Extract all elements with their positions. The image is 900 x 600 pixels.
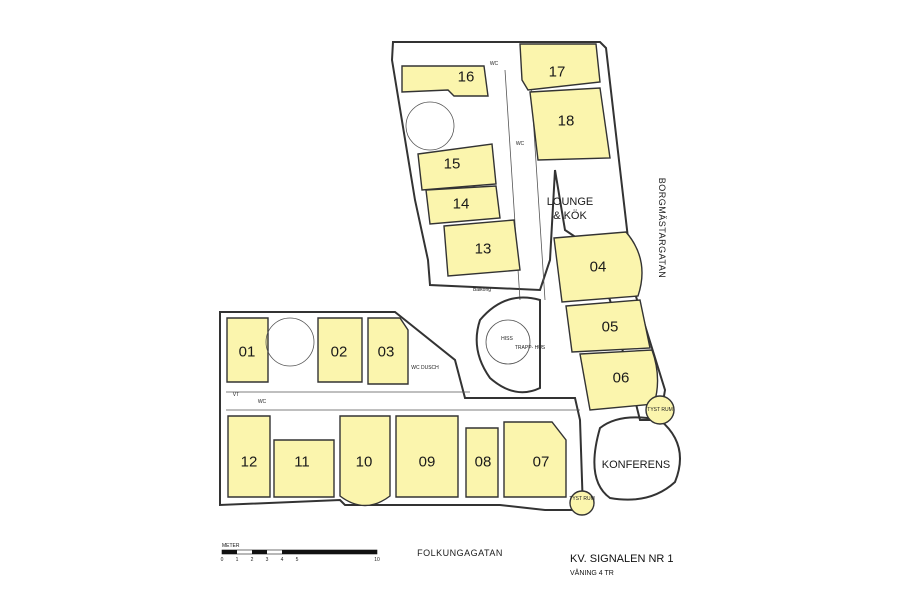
round-features [265, 101, 681, 516]
scale-tick-3: 3 [266, 557, 269, 563]
room-labels: 01 02 03 04 05 06 07 08 09 10 11 12 13 1… [239, 64, 630, 471]
label-room-07: 07 [533, 454, 550, 471]
scale-label: METER [222, 543, 240, 549]
room-03 [367, 317, 409, 385]
lounge-label-2: & KÖK [553, 210, 587, 222]
scale-tick-1: 1 [236, 557, 239, 563]
scale-bar: METER 0 1 2 3 4 5 10 [221, 543, 380, 563]
room-18 [529, 87, 611, 161]
room-13 [443, 219, 521, 277]
wc-dusch-label: WC DUSCH [411, 365, 439, 371]
label-room-02: 02 [331, 344, 348, 361]
label-room-14: 14 [453, 196, 470, 213]
label-room-08: 08 [475, 454, 492, 471]
scale-tick-5: 5 [296, 557, 299, 563]
street-right: BORGMÄSTARGATAN [657, 178, 667, 279]
wc-label-mid: WC [516, 141, 525, 147]
scale-tick-4: 4 [281, 557, 284, 563]
vt-label: VT [233, 392, 239, 398]
wing-outline-lower [219, 311, 585, 511]
label-room-10: 10 [356, 454, 373, 471]
room-07 [503, 421, 567, 498]
label-room-12: 12 [241, 454, 258, 471]
hiss-label: HISS [501, 336, 513, 342]
room-08 [465, 427, 499, 498]
scale-tick-10: 10 [374, 557, 380, 563]
balkong-label: Balkong [473, 287, 491, 293]
wc-label-upper: WC [490, 61, 499, 67]
street-bottom: FOLKUNGAGATAN [417, 548, 503, 558]
room-05 [565, 299, 651, 353]
main-stairwell [475, 296, 541, 394]
label-room-09: 09 [419, 454, 436, 471]
spiral-stair-upper [405, 101, 455, 151]
area-labels: LOUNGE & KÖK KONFERENS TYST RUM TYST RUM… [233, 61, 673, 502]
lounge-label-1: LOUNGE [547, 196, 593, 208]
label-room-17: 17 [549, 64, 566, 81]
plan-title: KV. SIGNALEN NR 1 [570, 553, 674, 565]
room-14 [425, 185, 501, 225]
label-room-05: 05 [602, 319, 619, 336]
label-room-18: 18 [558, 113, 575, 130]
tyst-rum-label-lower: TYST RUM [569, 496, 594, 502]
room-09 [395, 415, 459, 498]
room-16 [401, 65, 489, 97]
spiral-stair-left [265, 317, 315, 367]
konferens-label: KONFERENS [602, 459, 670, 471]
room-11 [273, 439, 335, 498]
room-01 [226, 317, 269, 383]
konferens-room [593, 416, 681, 501]
label-room-15: 15 [444, 156, 461, 173]
room-04 [553, 231, 643, 303]
tyst-rum-lower [569, 490, 595, 516]
label-room-13: 13 [475, 241, 492, 258]
label-room-11: 11 [294, 454, 310, 471]
room-17 [519, 43, 601, 91]
label-room-06: 06 [613, 370, 630, 387]
tyst-rum-label-upper: TYST RUM [647, 407, 672, 413]
scale-tick-0: 0 [221, 557, 224, 563]
label-room-01: 01 [239, 344, 256, 361]
rooms-lower [226, 317, 567, 507]
room-02 [317, 317, 363, 383]
rooms-upper [401, 43, 659, 411]
plan-subtitle: VÅNING 4 TR [570, 568, 614, 577]
scale-tick-2: 2 [251, 557, 254, 563]
label-room-04: 04 [590, 259, 607, 276]
tyst-rum-upper [645, 395, 675, 425]
label-room-16: 16 [458, 69, 475, 86]
trapphus-label: TRAPP- HUS [515, 345, 546, 351]
room-15 [417, 143, 497, 191]
room-12 [227, 415, 271, 498]
wc-label-lower: WC [258, 399, 267, 405]
label-room-03: 03 [378, 344, 395, 361]
room-10 [339, 415, 391, 507]
